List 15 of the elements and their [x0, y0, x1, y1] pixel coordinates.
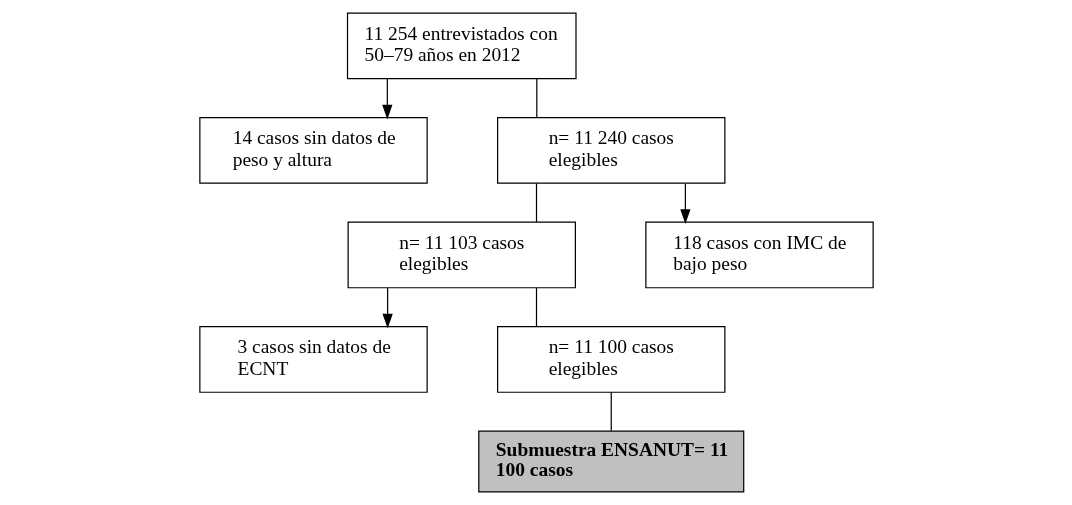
node-box: 14 casos sin datos de peso y altura	[198, 117, 428, 184]
connector	[610, 391, 612, 432]
node-box: 3 casos sin datos de ECNT	[198, 326, 428, 393]
node-box: Submuestra ENSANUT= 11 100 casos	[477, 430, 744, 493]
arrow	[679, 182, 690, 224]
node-box: n= 11 240 casos elegibles	[496, 117, 725, 184]
node-box: n= 11 103 casos elegibles	[347, 221, 576, 289]
arrow	[382, 287, 393, 329]
node-box: 118 casos con IMC de bajo peso	[644, 221, 874, 289]
arrow	[381, 78, 392, 120]
connector	[535, 78, 537, 119]
connector	[535, 287, 537, 328]
connector	[535, 182, 537, 223]
node-box: 11 254 entrevistados con 50–79 años en 2012	[346, 12, 577, 80]
node-box: n= 11 100 casos elegibles	[496, 326, 725, 393]
